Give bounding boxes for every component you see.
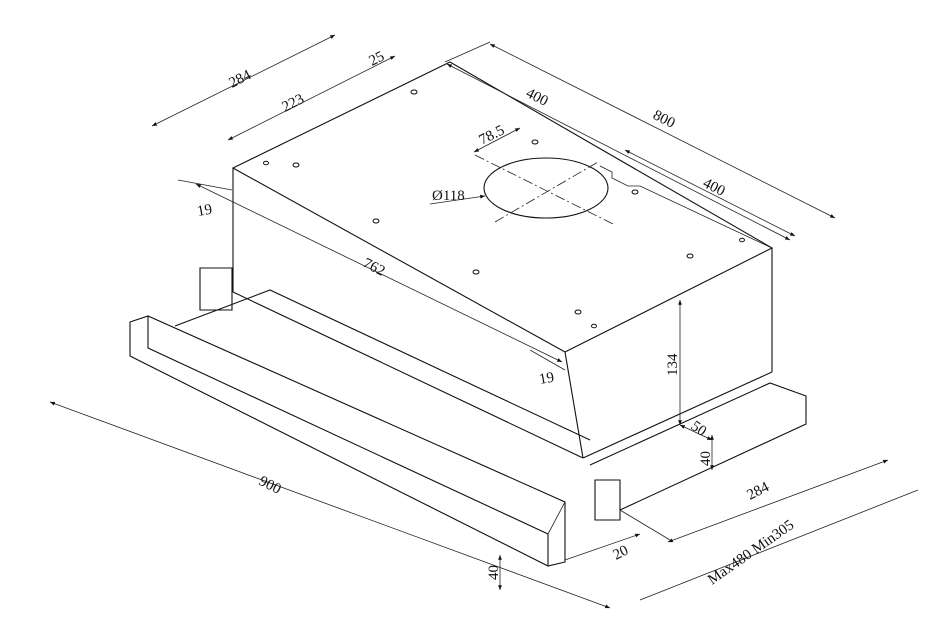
dim-side-margin-left: 19 (196, 202, 214, 220)
top-face (231, 61, 774, 353)
dimension-lines (49, 34, 919, 609)
front-edge (564, 351, 584, 459)
dim-drawer-depth: 284 (745, 479, 773, 504)
drawer-assembly (129, 267, 807, 567)
dim-panel-thickness: 20 (611, 542, 632, 563)
dim-hole-span: 762 (360, 255, 387, 279)
front-bottom-edge (232, 291, 584, 459)
right-bottom-edge (582, 371, 773, 459)
left-rail (174, 289, 591, 441)
dim-extension-range: Max480 Min305 (705, 517, 797, 588)
right-control-box (594, 479, 621, 521)
notch-edge (599, 165, 773, 249)
centerline-1 (474, 154, 616, 226)
outlet-circle (474, 154, 616, 226)
dim-total-width: 800 (650, 107, 677, 131)
right-rail (589, 382, 807, 511)
dim-outlet-diameter: Ø118 (432, 188, 465, 204)
dim-side-margin-right: 19 (538, 370, 556, 388)
dimension-labels: 284 25 223 400 800 78.5 Ø118 400 19 762 … (196, 48, 797, 588)
left-control-box (199, 267, 233, 311)
dim-panel-height: 40 (486, 565, 502, 580)
dim-offset-back: 25 (367, 48, 388, 69)
dim-rail-depth: 50 (688, 418, 709, 440)
dim-outlet-offset: 78.5 (477, 122, 508, 148)
dim-rail-height: 40 (698, 451, 714, 466)
front-panel-face (147, 316, 549, 566)
dim-depth-top: 284 (227, 67, 255, 92)
dim-front-width: 900 (256, 473, 283, 497)
dim-body-height: 134 (665, 353, 681, 376)
